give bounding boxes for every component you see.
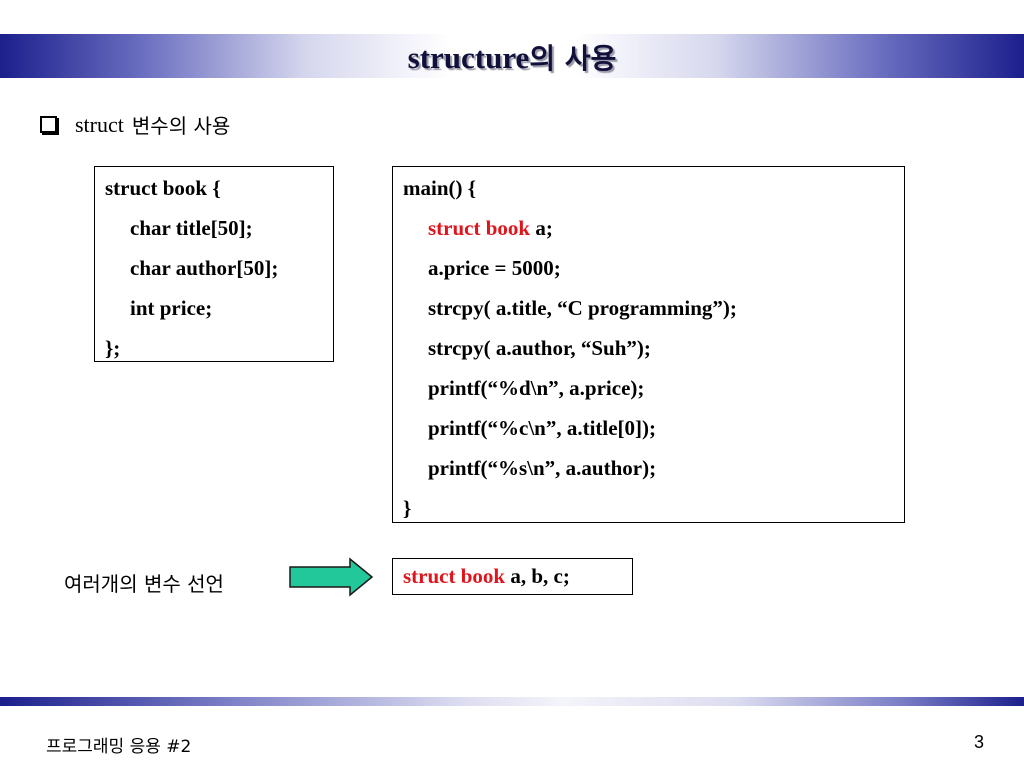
struct-keyword: struct book (403, 564, 506, 588)
main-function-box: main() { struct book a; a.price = 5000; … (392, 166, 905, 523)
struct-definition-box: struct book { char title[50]; char autho… (94, 166, 334, 362)
struct-keyword: struct book (428, 216, 531, 240)
code-fragment: a; (530, 216, 553, 240)
bullet-latin: struct (75, 111, 124, 137)
code-line: main() { (403, 176, 477, 200)
code-line: strcpy( a.author, “Suh”); (428, 336, 651, 360)
title-bar (0, 34, 1024, 78)
code-fragment: a, b, c; (505, 564, 570, 588)
slide-title-latin: structure (407, 40, 530, 75)
code-line: int price; (130, 296, 213, 320)
code-line: char author[50]; (130, 256, 279, 280)
bullet-korean: 변수의 사용 (131, 114, 231, 138)
slide-title: structure의 사용 (0, 37, 1024, 77)
bullet-item: struct 변수의 사용 (40, 110, 230, 139)
page-number: 3 (973, 732, 984, 752)
declaration-label: 여러개의 변수 선언 (64, 572, 224, 596)
footer-bar (0, 697, 1024, 706)
code-line: struct book a, b, c; (403, 560, 622, 593)
code-line: }; (105, 336, 121, 360)
slide-title-korean: 의 사용 (529, 42, 617, 75)
code-line: struct book { (105, 176, 221, 200)
code-line: strcpy( a.title, “C programming”); (428, 296, 737, 320)
code-line: struct book a; (403, 208, 894, 248)
code-line: a.price = 5000; (428, 256, 561, 280)
right-arrow-icon (289, 557, 374, 597)
code-line: printf(“%c\n”, a.title[0]); (428, 416, 657, 440)
code-line: printf(“%d\n”, a.price); (428, 376, 645, 400)
multi-declaration-box: struct book a, b, c; (392, 558, 633, 595)
footer-course-title: 프로그래밍 응용 #2 (46, 737, 192, 757)
code-line: char title[50]; (130, 216, 253, 240)
checkbox-icon (40, 116, 57, 133)
code-line: printf(“%s\n”, a.author); (428, 456, 657, 480)
code-line: } (403, 496, 412, 520)
